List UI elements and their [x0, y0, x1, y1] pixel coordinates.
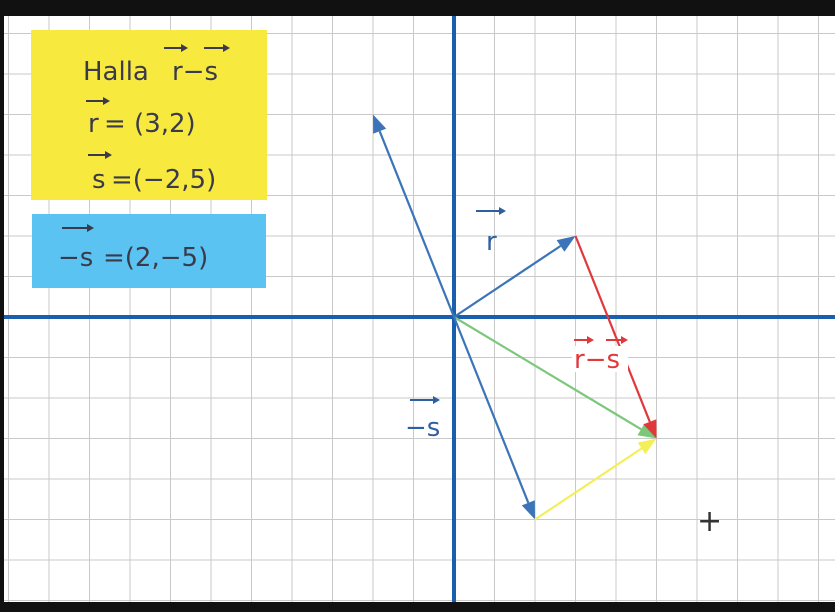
answer-box-background: [32, 214, 266, 288]
problem-box: Halla r−s r = (3,2) s =(−2,5): [31, 30, 267, 200]
vector-label-r-minus-s-text: r−s: [574, 345, 620, 375]
vector-r-arrowhead-icon: [556, 236, 576, 252]
vector-r-translated-arrowhead-icon: [637, 438, 657, 455]
vector-neg-s-shaft: [452, 316, 530, 504]
vector-neg-s: [452, 316, 535, 520]
vector-neg-s-arrowhead-icon: [521, 500, 535, 520]
vector-label-neg-s-text: −s: [405, 413, 440, 443]
arrow-over-neg-s-icon: [62, 224, 94, 232]
vector-r-minus-s-shaft: [574, 235, 651, 423]
s-name: s: [92, 165, 106, 195]
arrow-over-s-icon: [204, 44, 230, 52]
r-value: = (3,2): [104, 109, 196, 139]
arrow-over-r-icon: [86, 97, 110, 105]
vector-r-minus-s-arrowhead-icon: [643, 419, 657, 439]
vectors: [373, 114, 657, 521]
vector-label-r: r: [476, 207, 506, 257]
vector-label-r-minus-s-background: [572, 346, 628, 372]
arrow-over-r-icon: [476, 207, 506, 215]
arrow-over-r-icon: [574, 336, 594, 344]
vector-s-arrowhead-icon: [373, 114, 387, 134]
vector-result-shaft: [453, 316, 642, 431]
r-name: r: [88, 109, 99, 139]
vector-r: [453, 236, 576, 318]
problem-title-text: Halla: [83, 57, 149, 87]
vector-s-shaft: [378, 130, 456, 318]
vector-r-minus-s: [574, 235, 657, 439]
arrow-over-neg-s-icon: [410, 396, 440, 404]
vector-label-neg-s: −s: [405, 396, 440, 443]
answer-box: −s =(2,−5): [32, 214, 266, 288]
arrow-over-r-icon: [164, 44, 188, 52]
vector-label-r-text: r: [486, 227, 497, 257]
vector-label-r-minus-s: r−s: [572, 336, 628, 375]
vector-s: [373, 114, 456, 318]
vector-r-shaft: [453, 245, 562, 318]
neg-s-value: =(2,−5): [103, 243, 208, 273]
problem-title-expression: r−s: [172, 57, 218, 87]
neg-s-name: −s: [58, 243, 93, 273]
problem-box-background: [31, 30, 267, 200]
s-value: =(−2,5): [111, 165, 216, 195]
axes: [4, 16, 835, 602]
arrow-over-s-icon: [88, 151, 112, 159]
vector-result: [453, 316, 657, 439]
arrow-over-s-icon: [606, 336, 628, 344]
vector-result-arrowhead-icon: [637, 423, 657, 439]
vector-r-translated: [534, 438, 657, 521]
vector-r-translated-shaft: [534, 447, 643, 521]
crosshair-cursor-icon: +: [697, 504, 722, 539]
